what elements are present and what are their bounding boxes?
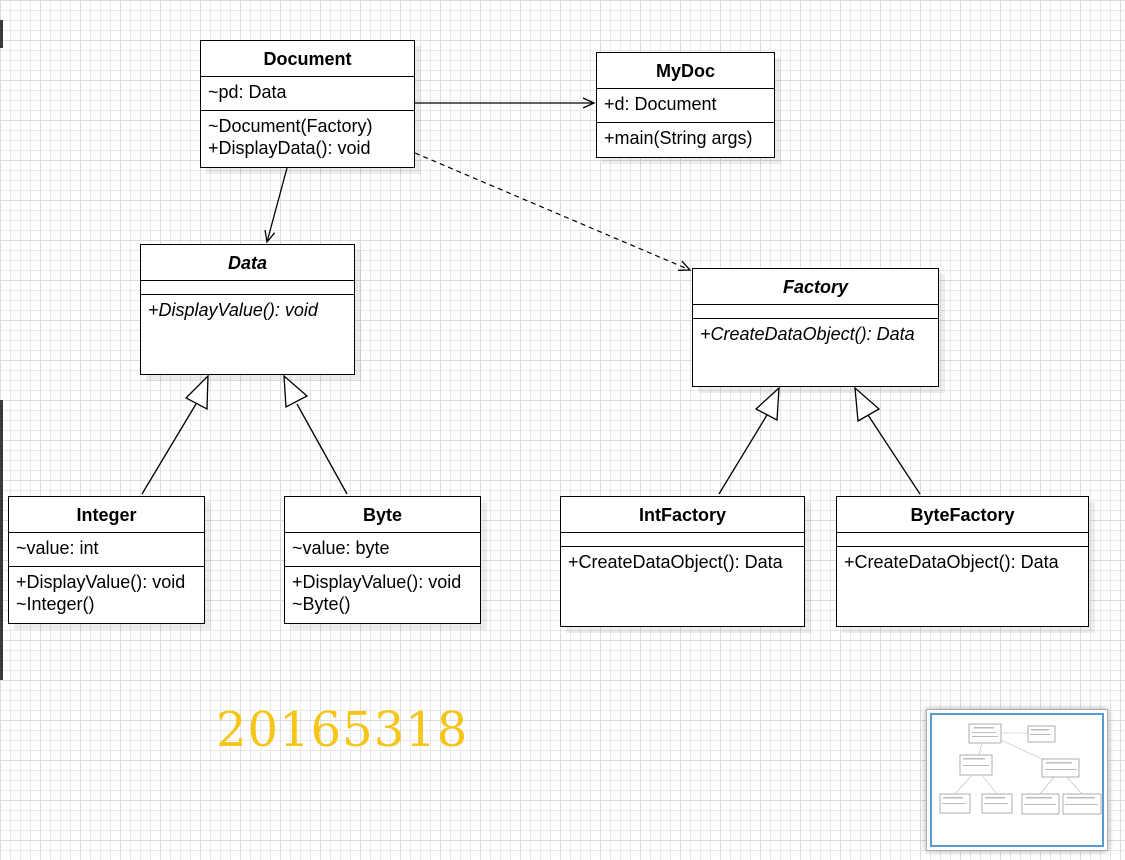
operation: ~Integer() <box>16 594 95 614</box>
operations-section: +DisplayValue(): void <box>141 295 354 325</box>
canvas-edge-marker <box>0 20 3 48</box>
dependency-document-factory[interactable] <box>414 152 692 271</box>
generalization-arrowhead <box>854 386 881 423</box>
attributes-section: ~pd: Data <box>201 77 414 111</box>
class-name: Integer <box>9 497 204 533</box>
attributes-section <box>561 533 804 547</box>
attributes-section: ~value: int <box>9 533 204 567</box>
minimap-thumbnail <box>939 723 1102 815</box>
class-intfactory[interactable]: IntFactory +CreateDataObject(): Data <box>560 496 805 627</box>
attributes-section: +d: Document <box>597 89 774 123</box>
class-factory[interactable]: Factory +CreateDataObject(): Data <box>692 268 939 387</box>
operations-section: +DisplayValue(): void ~Byte() <box>285 567 480 619</box>
operations-section: +CreateDataObject(): Data <box>837 547 1088 577</box>
operation: +CreateDataObject(): Data <box>700 324 915 344</box>
class-byte[interactable]: Byte ~value: byte +DisplayValue(): void … <box>284 496 481 624</box>
generalization-arrowhead <box>283 374 309 409</box>
operation: ~Document(Factory) <box>208 116 373 136</box>
class-name: Byte <box>285 497 480 533</box>
generalization-byte-data[interactable] <box>296 403 348 495</box>
attribute: ~pd: Data <box>208 82 287 102</box>
operations-section: +main(String args) <box>597 123 774 153</box>
operation: +CreateDataObject(): Data <box>568 552 783 572</box>
operations-section: +CreateDataObject(): Data <box>693 319 938 349</box>
class-name: Factory <box>693 269 938 305</box>
operation: +DisplayData(): void <box>208 138 371 158</box>
class-name: Data <box>141 245 354 281</box>
class-name: ByteFactory <box>837 497 1088 533</box>
operation: +CreateDataObject(): Data <box>844 552 1059 572</box>
attributes-section <box>141 281 354 295</box>
generalization-arrowhead <box>184 374 209 411</box>
attribute: +d: Document <box>604 94 717 114</box>
operations-section: ~Document(Factory) +DisplayData(): void <box>201 111 414 163</box>
attributes-section <box>837 533 1088 547</box>
generalization-intfactory-factory[interactable] <box>718 414 768 495</box>
operation: +DisplayValue(): void <box>16 572 186 592</box>
class-document[interactable]: Document ~pd: Data ~Document(Factory) +D… <box>200 40 415 168</box>
attributes-section <box>693 305 938 319</box>
class-integer[interactable]: Integer ~value: int +DisplayValue(): voi… <box>8 496 205 624</box>
class-name: Document <box>201 41 414 77</box>
operation: +DisplayValue(): void <box>148 300 318 320</box>
operations-section: +DisplayValue(): void ~Integer() <box>9 567 204 619</box>
operations-section: +CreateDataObject(): Data <box>561 547 804 577</box>
association-document-data[interactable] <box>264 167 288 244</box>
class-name: IntFactory <box>561 497 804 533</box>
outline-minimap[interactable] <box>926 709 1108 851</box>
operation: +main(String args) <box>604 128 753 148</box>
operation: +DisplayValue(): void <box>292 572 462 592</box>
canvas-edge-marker <box>0 400 3 680</box>
generalization-arrowhead <box>754 386 780 422</box>
generalization-integer-data[interactable] <box>141 403 197 495</box>
class-name: MyDoc <box>597 53 774 89</box>
minimap-viewport-frame[interactable] <box>930 713 1104 847</box>
class-mydoc[interactable]: MyDoc +d: Document +main(String args) <box>596 52 775 158</box>
class-data[interactable]: Data +DisplayValue(): void <box>140 244 355 375</box>
attribute: ~value: byte <box>292 538 390 558</box>
generalization-bytefactory-factory[interactable] <box>867 414 921 495</box>
attributes-section: ~value: byte <box>285 533 480 567</box>
attribute: ~value: int <box>16 538 99 558</box>
student-id-text: 20165318 <box>216 702 469 758</box>
operation: ~Byte() <box>292 594 351 614</box>
class-bytefactory[interactable]: ByteFactory +CreateDataObject(): Data <box>836 496 1089 627</box>
